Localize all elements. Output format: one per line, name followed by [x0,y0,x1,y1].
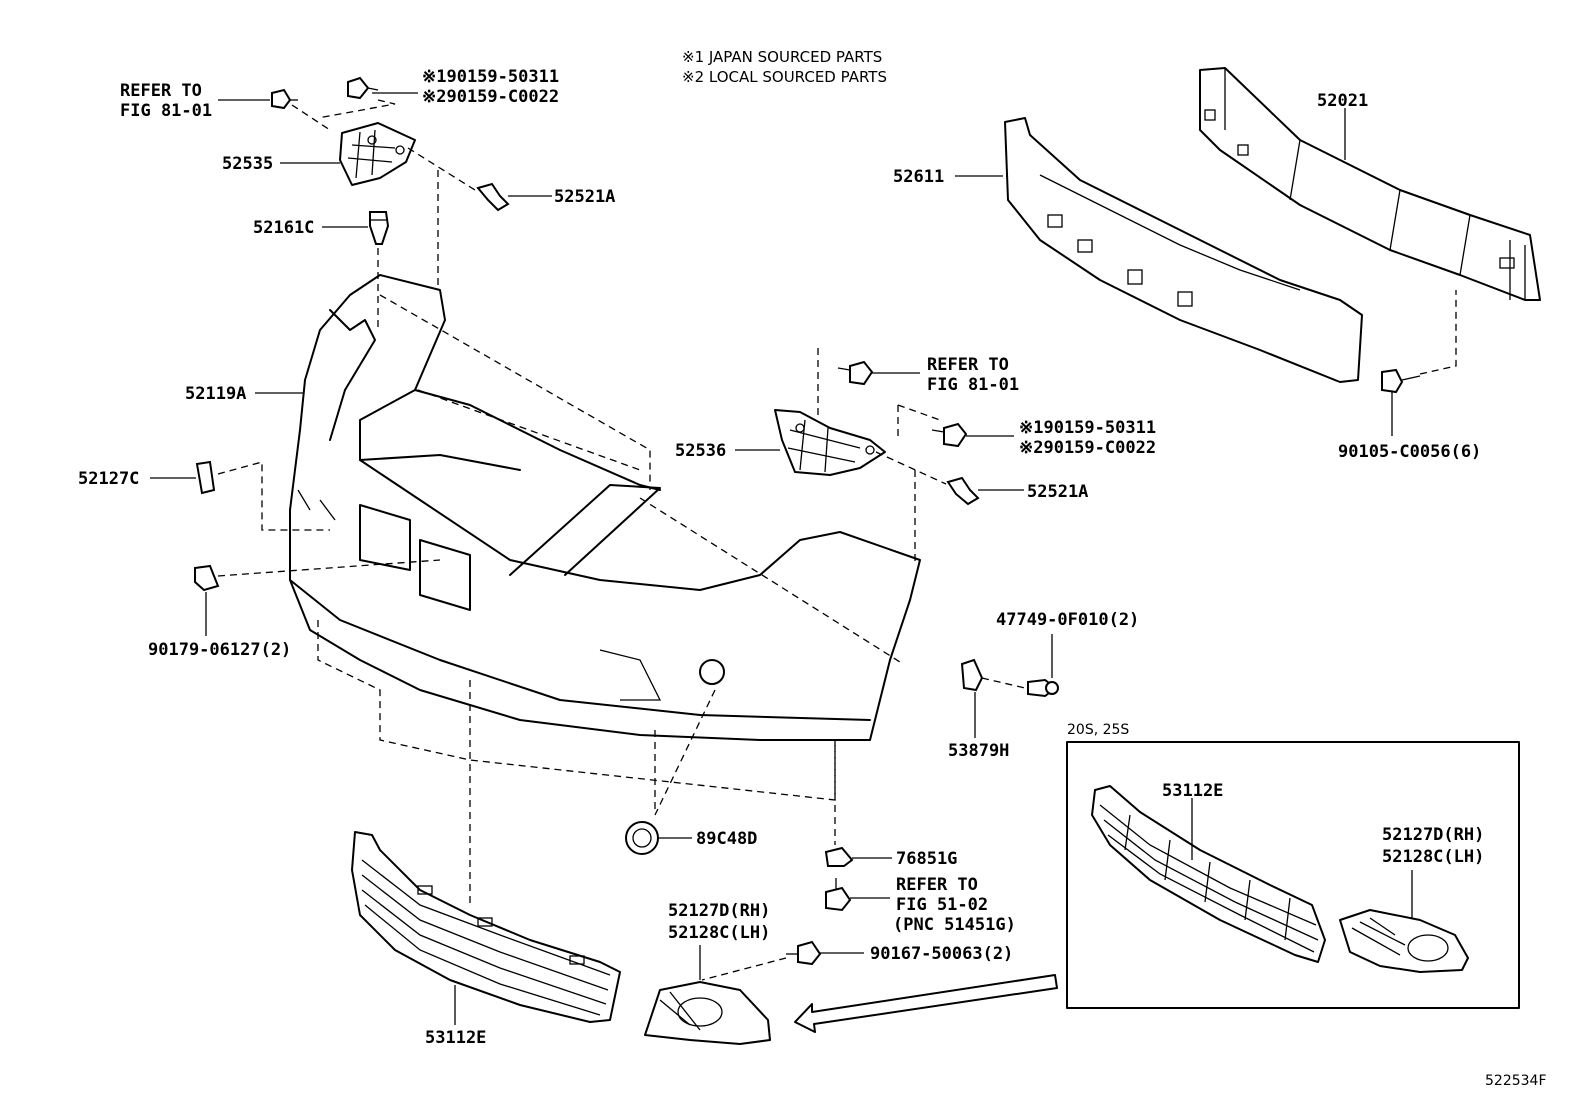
label-52536: 52536 [675,441,726,461]
nut-90179-06127[interactable] [194,564,220,592]
label-refer-low-1: REFER TO [896,875,978,895]
bumper-cover-52119A[interactable] [289,274,921,741]
absorber-52611[interactable] [1004,117,1363,383]
label-52161C: 52161C [253,218,314,238]
note-local-sourced: ※2 LOCAL SOURCED PARTS [682,68,887,86]
clip-52161C[interactable] [369,211,390,245]
label-53879H: 53879H [948,741,1009,761]
cover-52127C[interactable] [195,460,216,495]
inset-fog-cover[interactable] [1339,909,1469,973]
bolt-90105-C0056[interactable] [1381,368,1421,394]
label-76851G: 76851G [896,849,957,869]
arrow-inset-to-fog-cover [794,974,1058,1033]
note-japan-sourced: ※1 JAPAN SOURCED PARTS [682,48,882,66]
lower-grille-53112E[interactable] [351,831,621,1023]
clip-76851G[interactable] [824,846,854,867]
bolt-90159-mid[interactable] [931,422,968,448]
label-52535: 52535 [222,154,273,174]
label-refer-mid-1: REFER TO [927,355,1009,375]
clip-52521A-top[interactable] [476,182,510,212]
label-52021: 52021 [1317,91,1368,111]
label-refer-top-left-1: REFER TO [120,81,202,101]
bolt-90159-top[interactable] [347,76,379,100]
label-52128C-low: 52128C(LH) [668,923,770,943]
label-52128C-inset: 52128C(LH) [1382,847,1484,867]
label-90167-50063: 90167-50063(2) [870,944,1013,964]
label-53112E-low: 53112E [425,1028,486,1048]
label-89C48D: 89C48D [696,829,757,849]
bracket-52535[interactable] [339,122,416,186]
bolt-90167-50063[interactable] [786,940,822,966]
reinforcement-52021[interactable] [1199,67,1541,301]
sensor-89C48D[interactable] [625,821,659,855]
label-bolt-top-2: ※290159-C0022 [422,87,559,107]
bolt-refer-fig-81-01-top[interactable] [271,88,298,110]
label-refer-low-2: FIG 51-02 [896,895,988,915]
bolt-refer-fig-81-01-mid[interactable] [837,360,874,386]
label-52521A-mid: 52521A [1027,482,1088,502]
bracket-52536[interactable] [774,409,886,476]
fog-cover-52127D-52128C[interactable] [644,981,771,1045]
label-bolt-top-1: ※190159-50311 [422,67,559,87]
label-bolt-mid-2: ※290159-C0022 [1019,438,1156,458]
label-refer-low-3: (PNC 51451G) [893,915,1016,935]
label-90179-06127: 90179-06127(2) [148,640,291,660]
label-refer-mid-2: FIG 81-01 [927,375,1019,395]
label-52127C: 52127C [78,469,139,489]
label-52127D-inset: 52127D(RH) [1382,825,1484,845]
label-52119A: 52119A [185,384,246,404]
label-52611: 52611 [893,167,944,187]
label-47749-0F010: 47749-0F010(2) [996,610,1139,630]
label-bolt-mid-1: ※190159-50311 [1019,418,1156,438]
inset-20s-25s [1066,741,1520,1009]
inset-title: 20S, 25S [1067,722,1129,738]
clip-52521A-mid[interactable] [946,476,980,506]
bolt-refer-fig-51-02[interactable] [825,878,852,912]
label-52127D-low: 52127D(RH) [668,901,770,921]
label-53112E-inset: 53112E [1162,781,1223,801]
figure-id: 522534F [1485,1073,1547,1089]
inset-grille-53112E[interactable] [1091,785,1326,963]
label-52521A-top: 52521A [554,187,615,207]
bolt-47749-0F010[interactable] [1027,678,1059,698]
retainer-53879H[interactable] [960,658,984,692]
label-refer-top-left-2: FIG 81-01 [120,101,212,121]
label-90105-C0056: 90105-C0056(6) [1338,442,1481,462]
